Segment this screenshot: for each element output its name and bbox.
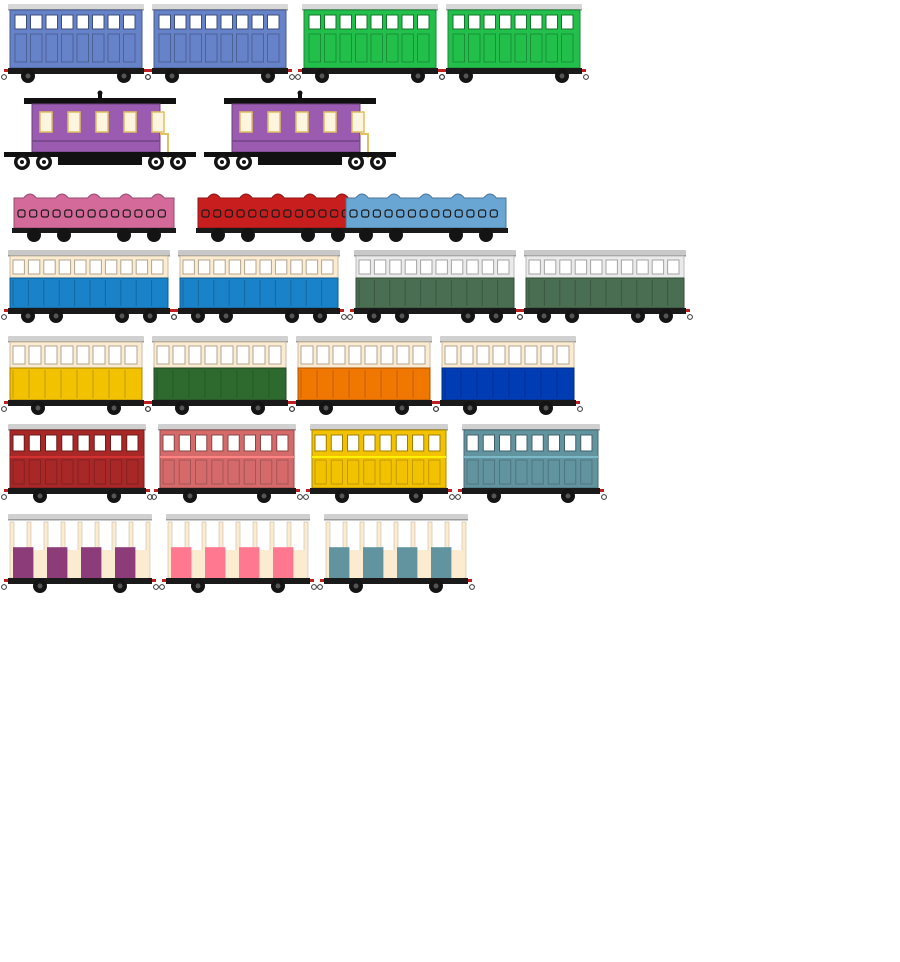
- coach-sprite: [1, 4, 151, 83]
- coach-row: [1, 514, 475, 593]
- coach-sprite: [204, 90, 396, 170]
- coach-sprite: [159, 514, 317, 593]
- coach-sprite: [1, 424, 153, 503]
- coach-sprite: [289, 336, 439, 415]
- coach-row: [1, 250, 693, 323]
- coach-sprite: [1, 336, 151, 415]
- coach-sprite: [317, 514, 475, 593]
- coach-row: [1, 336, 583, 415]
- coach-sprite: [295, 4, 445, 83]
- coach-sprite: [4, 90, 196, 170]
- coach-sprite: [145, 336, 295, 415]
- coach-row: [1, 4, 589, 83]
- coach-row: [12, 193, 508, 242]
- coach-sprite: [171, 250, 347, 323]
- coach-row: [1, 424, 607, 503]
- coach-row: [4, 90, 396, 170]
- coach-sprite: [12, 193, 176, 242]
- coach-sprite: [439, 4, 589, 83]
- coach-sprite: [145, 4, 295, 83]
- coach-sprite: [1, 514, 159, 593]
- coach-sprite: [303, 424, 455, 503]
- coach-sprite: [1, 250, 177, 323]
- coach-sprite: [344, 193, 508, 242]
- coach-sprite: [347, 250, 523, 323]
- coach-sprite: [433, 336, 583, 415]
- coach-sprite: [196, 193, 360, 242]
- coach-sprite: [455, 424, 607, 503]
- coach-sprite: [517, 250, 693, 323]
- coach-sprite: [151, 424, 303, 503]
